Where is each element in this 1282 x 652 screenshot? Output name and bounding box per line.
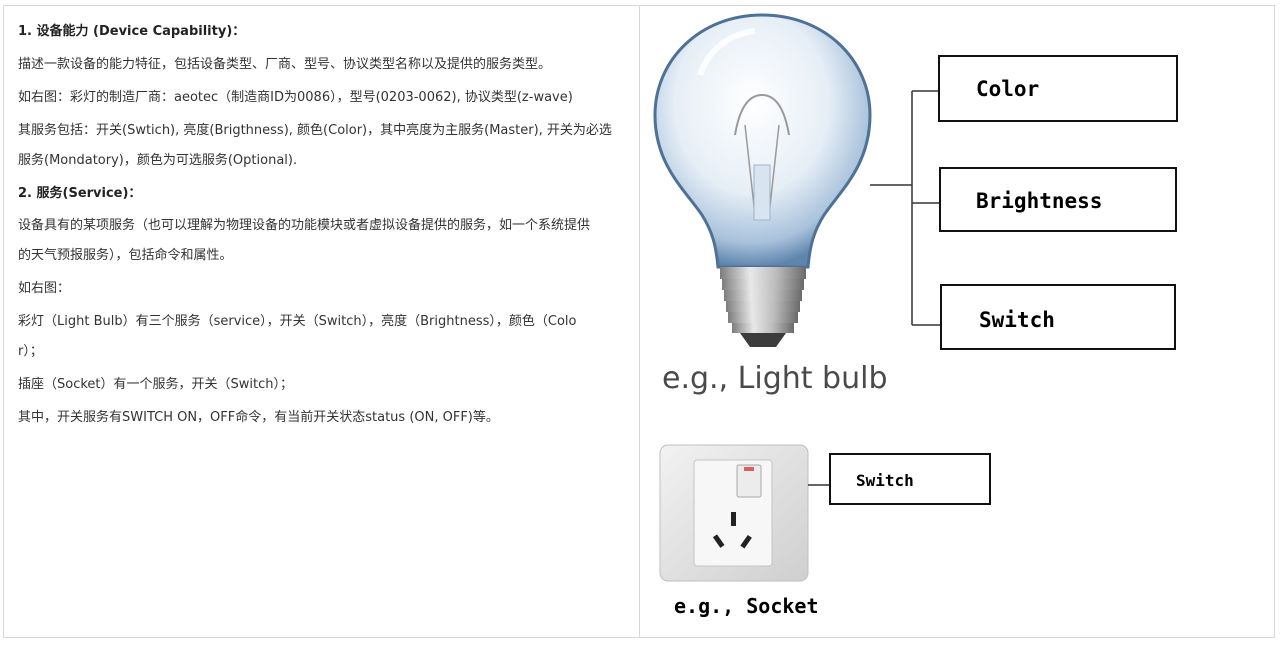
caption-socket: e.g., Socket <box>674 594 819 618</box>
heading-device-capability: 1. 设备能力 (Device Capability)： <box>18 24 246 39</box>
paragraph-see-figure: 如右图： <box>18 281 71 296</box>
paragraph-services-line2: 服务(Mondatory)，颜色为可选服务(Optional). <box>18 153 298 168</box>
service-label-socket-switch: Switch <box>856 471 914 490</box>
paragraph-services-line1: 其服务包括：开关(Swtich), 亮度(Brigthness), 颜色(Col… <box>18 123 612 138</box>
column-divider <box>639 5 640 638</box>
service-box-brightness: Brightness <box>939 167 1177 232</box>
paragraph-bulb-services-line2: r）； <box>18 344 43 359</box>
service-box-color: Color <box>938 55 1178 122</box>
light-bulb-icon <box>653 13 872 347</box>
service-diagram: Color Brightness Switch e.g., Light bulb… <box>640 5 1275 638</box>
paragraph-service-line2: 的天气预报服务），包括命令和属性。 <box>18 248 233 263</box>
caption-light-bulb: e.g., Light bulb <box>662 361 888 396</box>
heading-service: 2. 服务(Service)： <box>18 186 142 201</box>
paragraph-socket-services: 插座（Socket）有一个服务，开关（Switch）； <box>18 377 293 392</box>
service-label-color: Color <box>976 77 1040 101</box>
paragraph-description: 描述一款设备的能力特征，包括设备类型、厂商、型号、协议类型名称以及提供的服务类型… <box>18 57 552 72</box>
paragraph-switch-commands: 其中，开关服务有SWITCH ON，OFF命令，有当前开关状态status (O… <box>18 410 499 425</box>
service-box-switch: Switch <box>940 284 1176 350</box>
bulb-connector-lines <box>870 90 940 326</box>
paragraph-bulb-services-line1: 彩灯（Light Bulb）有三个服务（service），开关（Switch），… <box>18 314 577 329</box>
socket-icon <box>659 444 809 582</box>
service-label-switch: Switch <box>979 308 1055 332</box>
service-label-brightness: Brightness <box>976 189 1103 213</box>
diagram-graphics <box>653 13 940 582</box>
service-box-socket-switch: Switch <box>829 453 991 505</box>
paragraph-manufacturer: 如右图：彩灯的制造厂商：aeotec（制造商ID为0086），型号(0203-0… <box>18 90 573 105</box>
paragraph-service-line1: 设备具有的某项服务（也可以理解为物理设备的功能模块或者虚拟设备提供的服务，如一个… <box>18 218 591 233</box>
